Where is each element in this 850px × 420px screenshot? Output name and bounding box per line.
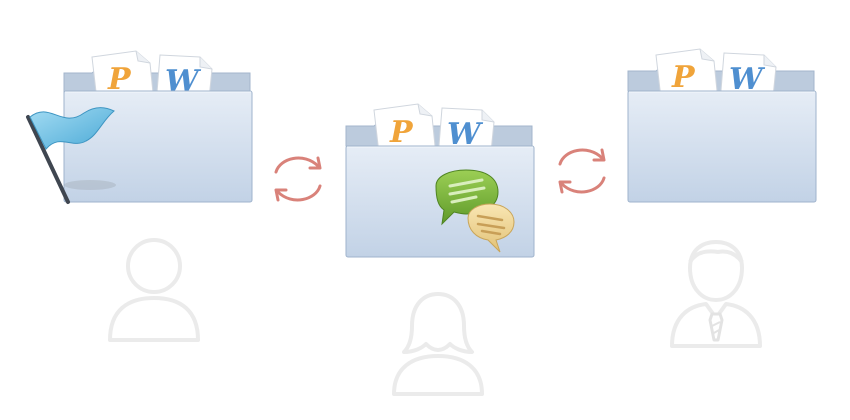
- person-silhouette-icon: [670, 239, 762, 348]
- sync-arrows-icon: [274, 156, 322, 202]
- folder-right: P W: [627, 48, 817, 203]
- sync-arrows-icon: [558, 148, 606, 194]
- document-letter-p: P: [389, 115, 414, 150]
- folder-left: P W: [26, 50, 253, 204]
- person-silhouette-icon: [108, 238, 200, 342]
- person-silhouette-icon: [392, 292, 484, 396]
- folder-center: P W: [345, 103, 535, 258]
- flag-icon: [26, 107, 116, 204]
- document-letter-p: P: [671, 60, 696, 95]
- chat-bubbles-icon: [435, 169, 515, 253]
